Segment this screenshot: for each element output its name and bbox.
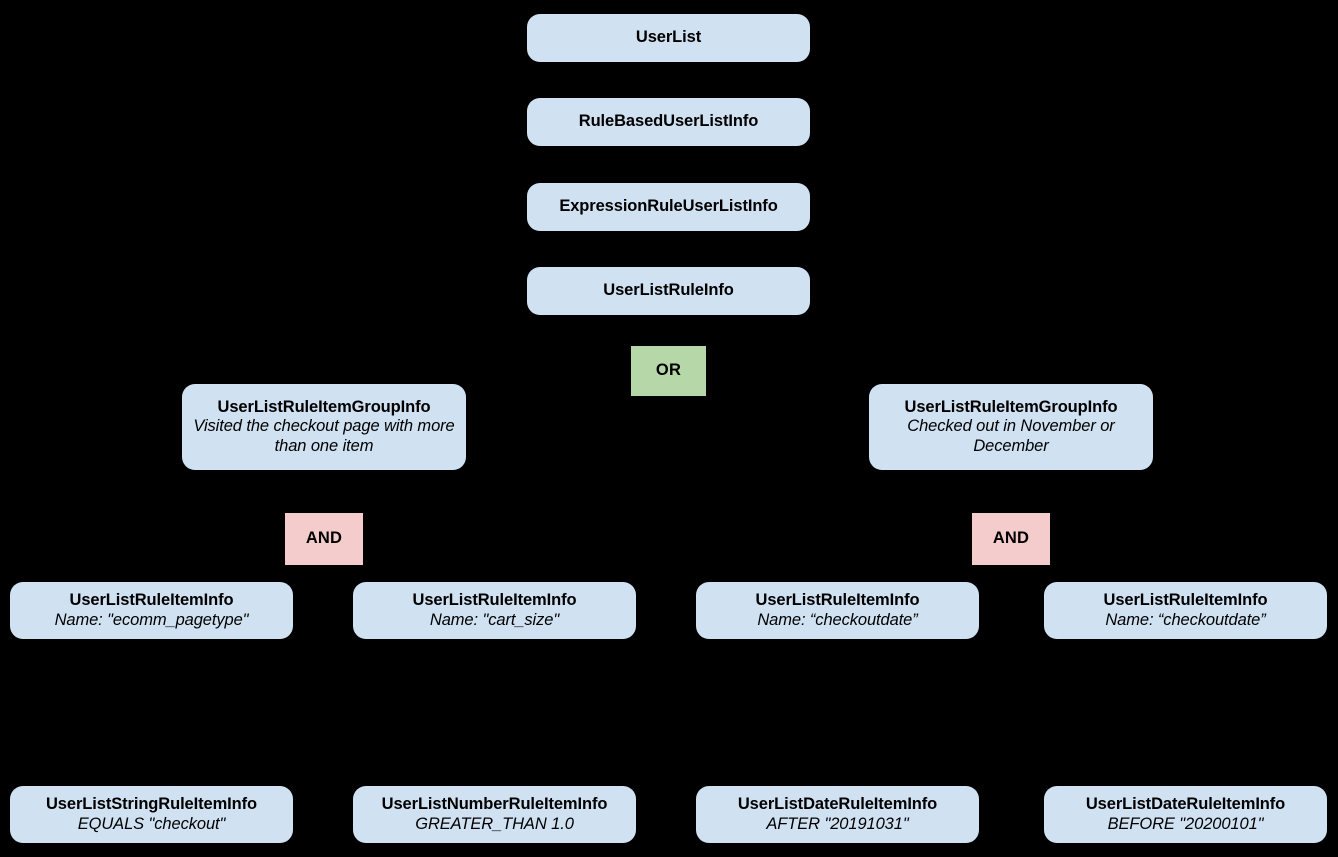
node-title: UserListRuleItemGroupInfo (904, 398, 1118, 417)
node-rule-based-user-list-info[interactable]: RuleBasedUserListInfo (527, 98, 810, 146)
node-title: UserListNumberRuleItemInfo (381, 795, 608, 814)
node-user-list[interactable]: UserList (527, 14, 810, 62)
node-user-list-rule-info[interactable]: UserListRuleInfo (527, 267, 810, 315)
edge-and-left-to-item2 (323, 564, 496, 583)
node-subtitle: EQUALS "checkout" (77, 814, 226, 833)
node-title: UserListRuleItemInfo (412, 591, 577, 610)
node-rule-item-1[interactable]: UserListRuleItemInfo Name: "ecomm_pagety… (10, 582, 293, 639)
node-leaf-2[interactable]: UserListNumberRuleItemInfo GREATER_THAN … (353, 786, 636, 843)
node-subtitle: Name: “checkoutdate” (1105, 610, 1266, 629)
node-and-operator-right[interactable]: AND (972, 513, 1050, 565)
node-group-left[interactable]: UserListRuleItemGroupInfo Visited the ch… (182, 384, 466, 470)
node-subtitle: Visited the checkout page with more than… (193, 417, 455, 455)
node-title: UserListRuleInfo (603, 281, 734, 300)
edge-and-right-to-item3 (837, 564, 1012, 583)
node-rule-item-4[interactable]: UserListRuleItemInfo Name: “checkoutdate… (1044, 582, 1327, 639)
node-subtitle: BEFORE "20200101" (1107, 814, 1264, 833)
node-subtitle: Name: “checkoutdate” (757, 610, 918, 629)
node-title: UserListRuleItemInfo (1103, 591, 1268, 610)
node-title: UserListRuleItemInfo (69, 591, 234, 610)
node-subtitle: Checked out in November or December (907, 417, 1115, 455)
node-title: UserListRuleItemGroupInfo (217, 398, 431, 417)
node-subtitle: Name: "ecomm_pagetype" (54, 610, 249, 629)
node-title: UserListRuleItemInfo (755, 591, 920, 610)
node-title: UserListDateRuleItemInfo (1085, 795, 1286, 814)
node-title: RuleBasedUserListInfo (578, 112, 759, 131)
node-rule-item-2[interactable]: UserListRuleItemInfo Name: "cart_size" (353, 582, 636, 639)
edge-and-left-to-item1 (150, 564, 325, 583)
or-label: OR (655, 361, 682, 380)
node-or-operator[interactable]: OR (631, 346, 706, 396)
node-subtitle: AFTER "20191031" (766, 814, 909, 833)
edge-and-right-to-item4 (1010, 564, 1187, 583)
node-leaf-1[interactable]: UserListStringRuleItemInfo EQUALS "check… (10, 786, 293, 843)
node-title: UserListDateRuleItemInfo (737, 795, 938, 814)
node-expression-rule-user-list-info[interactable]: ExpressionRuleUserListInfo (527, 183, 810, 231)
and-label: AND (305, 529, 343, 548)
node-group-right[interactable]: UserListRuleItemGroupInfo Checked out in… (869, 384, 1153, 470)
node-and-operator-left[interactable]: AND (285, 513, 363, 565)
node-leaf-3[interactable]: UserListDateRuleItemInfo AFTER "20191031… (696, 786, 979, 843)
node-title: ExpressionRuleUserListInfo (559, 197, 778, 216)
node-title: UserListStringRuleItemInfo (45, 795, 257, 814)
node-leaf-4[interactable]: UserListDateRuleItemInfo BEFORE "2020010… (1044, 786, 1327, 843)
node-subtitle: GREATER_THAN 1.0 (415, 814, 574, 833)
and-label: AND (992, 529, 1030, 548)
node-title: UserList (635, 28, 702, 47)
node-subtitle: Name: "cart_size" (429, 610, 560, 629)
node-rule-item-3[interactable]: UserListRuleItemInfo Name: “checkoutdate… (696, 582, 979, 639)
